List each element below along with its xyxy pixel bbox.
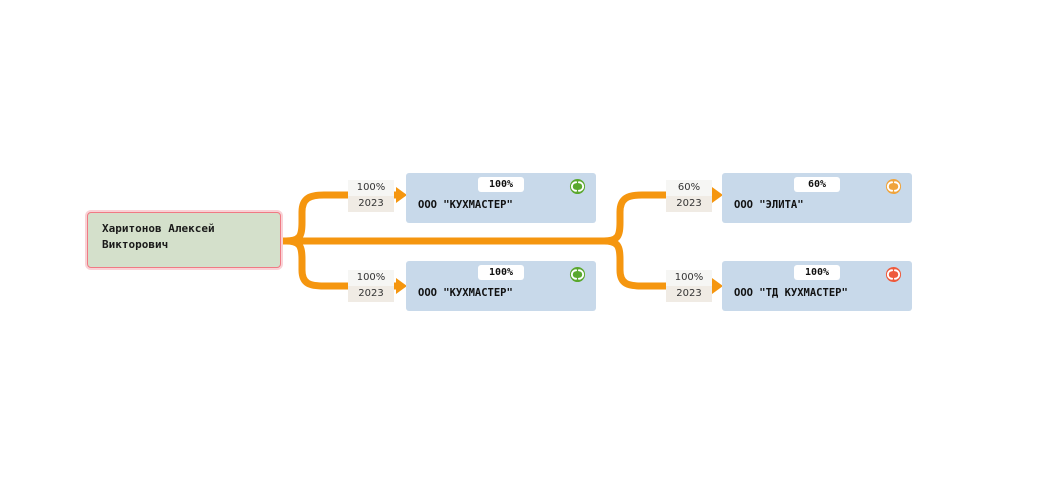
share-percent: 100% bbox=[348, 270, 394, 286]
share-year: 2023 bbox=[666, 286, 712, 302]
arrow-head-2 bbox=[396, 278, 407, 294]
person-name: Харитонов Алексей Викторович bbox=[102, 222, 215, 251]
status-green-icon bbox=[569, 178, 586, 195]
company-node-2[interactable]: 100% ООО "КУХМАСТЕР" bbox=[406, 261, 596, 311]
arrow-head-3 bbox=[712, 187, 723, 203]
arrow-head-4 bbox=[712, 278, 723, 294]
share-label-1: 100% 2023 bbox=[348, 180, 394, 212]
share-percent: 100% bbox=[348, 180, 394, 196]
share-year: 2023 bbox=[348, 196, 394, 212]
share-label-2: 100% 2023 bbox=[348, 270, 394, 302]
company-node-1[interactable]: 100% ООО "КУХМАСТЕР" bbox=[406, 173, 596, 223]
ownership-percent-badge: 100% bbox=[478, 265, 524, 280]
share-label-3: 60% 2023 bbox=[666, 180, 712, 212]
company-node-3[interactable]: 60% ООО "ЭЛИТА" bbox=[722, 173, 912, 223]
company-name: ООО "КУХМАСТЕР" bbox=[418, 199, 513, 211]
ownership-percent-badge: 100% bbox=[478, 177, 524, 192]
share-year: 2023 bbox=[348, 286, 394, 302]
ownership-percent-badge: 60% bbox=[794, 177, 840, 192]
company-node-4[interactable]: 100% ООО "ТД КУХМАСТЕР" bbox=[722, 261, 912, 311]
connector-branch-2 bbox=[282, 237, 402, 290]
share-label-4: 100% 2023 bbox=[666, 270, 712, 302]
company-name: ООО "ТД КУХМАСТЕР" bbox=[734, 287, 848, 299]
share-percent: 60% bbox=[666, 180, 712, 196]
ownership-percent-badge: 100% bbox=[794, 265, 840, 280]
person-node[interactable]: Харитонов Алексей Викторович bbox=[87, 212, 281, 268]
share-percent: 100% bbox=[666, 270, 712, 286]
connector-branch-4 bbox=[600, 237, 718, 290]
company-name: ООО "ЭЛИТА" bbox=[734, 199, 804, 211]
status-red-icon bbox=[885, 266, 902, 283]
company-name: ООО "КУХМАСТЕР" bbox=[418, 287, 513, 299]
share-year: 2023 bbox=[666, 196, 712, 212]
arrow-head-1 bbox=[396, 187, 407, 203]
status-green-icon bbox=[569, 266, 586, 283]
status-orange-icon bbox=[885, 178, 902, 195]
